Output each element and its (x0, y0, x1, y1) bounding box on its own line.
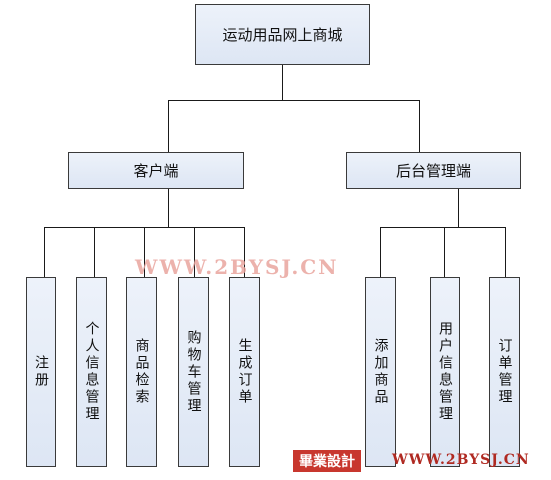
root-label: 运动用品网上商城 (222, 26, 343, 44)
connector (458, 188, 459, 228)
connector (94, 227, 95, 277)
leaf-node-search: 商品检索 (126, 277, 157, 467)
connector (244, 227, 245, 277)
branch-node-admin: 后台管理端 (346, 152, 521, 189)
connector (380, 227, 506, 228)
branch-label: 后台管理端 (395, 162, 471, 180)
connector (194, 227, 195, 277)
connector (282, 65, 283, 101)
leaf-node-add-product: 添加商品 (365, 277, 396, 467)
leaf-node-order: 生成订单 (229, 277, 260, 467)
leaf-label: 添加商品 (372, 338, 389, 406)
connector (168, 100, 169, 152)
leaf-label: 购物车管理 (185, 329, 202, 415)
leaf-label: 商品检索 (133, 338, 150, 406)
leaf-label: 用户信息管理 (437, 321, 453, 423)
leaf-node-cart: 购物车管理 (178, 277, 209, 467)
branch-label: 客户端 (133, 162, 179, 180)
leaf-node-order-management: 订单管理 (489, 277, 520, 467)
connector (419, 100, 420, 152)
watermark-badge-url: WWW.2BYSJ.CN (392, 452, 530, 468)
connector (44, 227, 45, 277)
connector (444, 227, 445, 277)
branch-node-client: 客户端 (68, 152, 244, 189)
connector (144, 227, 145, 277)
leaf-label: 订单管理 (496, 338, 513, 406)
leaf-node-profile: 个人信息管理 (76, 277, 107, 467)
watermark-url: WWW.2BYSJ.CN (135, 255, 339, 279)
leaf-label: 生成订单 (236, 338, 253, 406)
connector (505, 227, 506, 277)
leaf-label: 注册 (33, 355, 49, 389)
leaf-node-register: 注册 (26, 277, 56, 467)
leaf-node-user-management: 用户信息管理 (430, 277, 460, 467)
connector (380, 227, 381, 277)
leaf-label: 个人信息管理 (83, 321, 100, 423)
watermark-badge: 畢業設計 (293, 450, 361, 472)
root-node: 运动用品网上商城 (195, 4, 370, 65)
connector (168, 100, 420, 101)
connector (168, 188, 169, 228)
